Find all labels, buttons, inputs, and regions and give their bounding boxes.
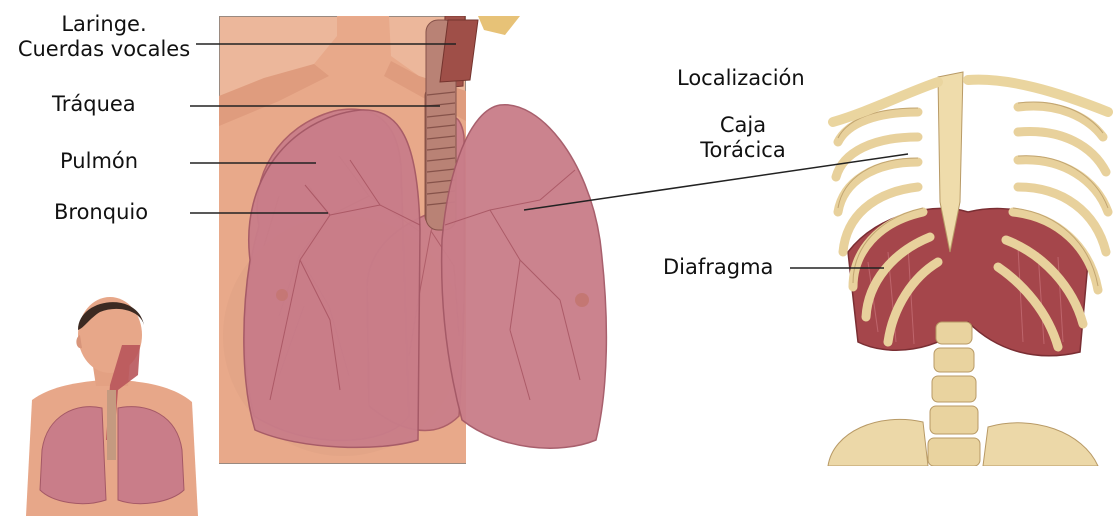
larynx-label-line1: Laringe. (14, 12, 194, 37)
larynx-label-line2: Cuerdas vocales (14, 37, 194, 62)
trachea-label: Tráquea (52, 92, 136, 117)
lung-label: Pulmón (60, 149, 138, 174)
ribcage-label-line1: Caja (688, 113, 798, 138)
larynx-label: Laringe. Cuerdas vocales (14, 12, 194, 62)
ribcage-label-line2: Torácica (688, 138, 798, 163)
bronchus-label: Bronquio (54, 200, 148, 225)
ribcage-label: Caja Torácica (688, 113, 798, 163)
location-label: Localización (677, 66, 805, 91)
diaphragm-label: Diafragma (663, 255, 773, 280)
